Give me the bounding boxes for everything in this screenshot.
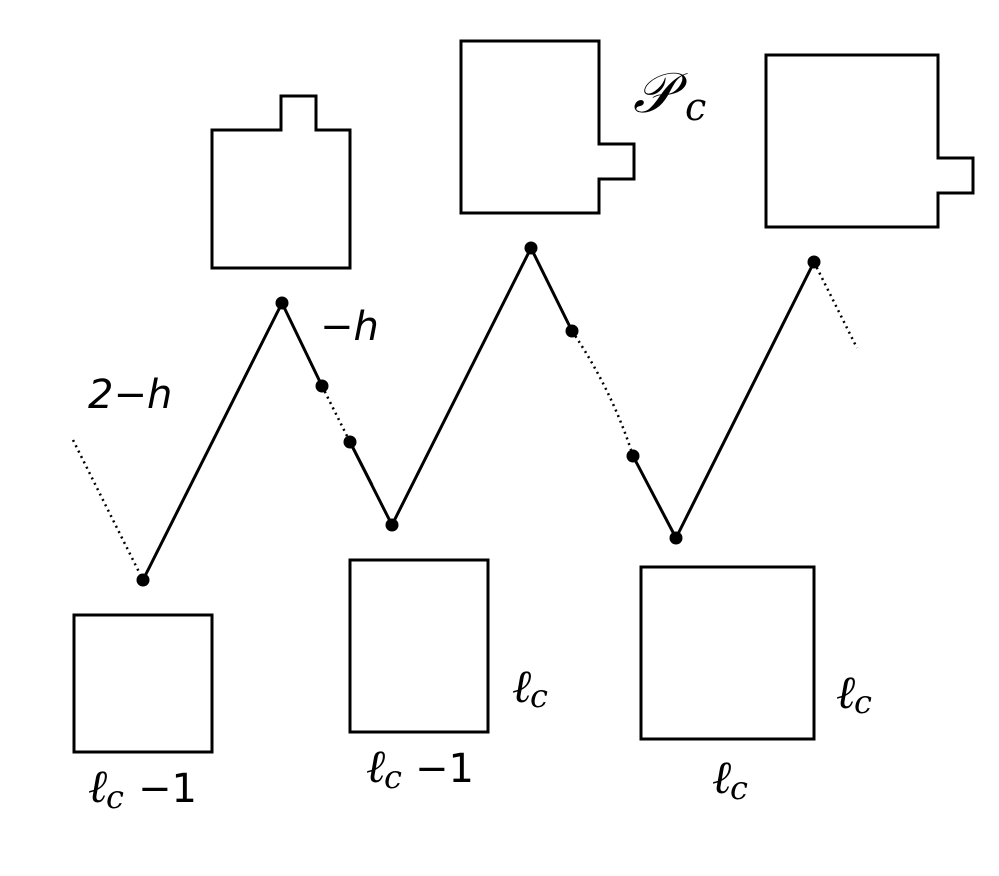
rectangle-lc-minus-1-by-lc	[348, 558, 490, 734]
bottom-label-minus-one: −1	[415, 746, 474, 792]
path-segment-5	[390, 247, 533, 526]
square-right-bump	[764, 53, 975, 229]
side-label-lc: ℓ	[836, 665, 856, 719]
polyomino-pc-right-bump	[459, 39, 636, 215]
side-label-lc-subscript: c	[530, 677, 548, 715]
path-segment-6	[529, 247, 574, 332]
bottom-label-lc: ℓ	[712, 750, 732, 804]
path-segment-dotted-curve	[570, 330, 635, 457]
bottom-label-minus-one: −1	[138, 766, 197, 812]
vertex	[385, 518, 399, 532]
side-label-lc-subscript: c	[854, 683, 872, 721]
vertex	[275, 296, 289, 310]
vertex	[807, 255, 821, 269]
path-segment-7	[631, 455, 678, 539]
path-segment-2	[280, 302, 324, 387]
polyomino-label-pc-subscript: c	[685, 85, 706, 129]
path-segment-dotted-2	[320, 385, 352, 443]
vertex	[315, 379, 329, 393]
vertex	[669, 531, 683, 545]
path-segment-1	[141, 302, 284, 581]
bottom-label-lc: ℓ	[88, 759, 108, 813]
bottom-label-lc-subscript: c	[384, 758, 402, 796]
vertex	[524, 241, 538, 255]
vertex	[136, 573, 150, 587]
bottom-label-lc: ℓ	[366, 739, 386, 793]
vertex	[343, 435, 357, 449]
square-with-top-bump	[210, 94, 352, 270]
path-segment-4	[348, 441, 394, 526]
path-segment-dotted-left	[71, 439, 145, 581]
side-label-lc: ℓ	[512, 659, 532, 713]
bottom-label-lc-subscript: c	[730, 769, 748, 807]
vertex	[626, 449, 640, 463]
weight-label-2-minus-h: 2−h	[88, 372, 172, 418]
weight-label-minus-h: −h	[320, 304, 379, 350]
square-lc	[639, 565, 816, 741]
square-lc-minus-1	[72, 613, 214, 754]
bottom-label-lc-subscript: c	[106, 778, 124, 816]
polyomino-label-pc: 𝒫	[633, 61, 688, 126]
path-segment-8	[674, 261, 816, 539]
path-segment-dotted-right	[812, 261, 859, 349]
vertex	[565, 324, 579, 338]
